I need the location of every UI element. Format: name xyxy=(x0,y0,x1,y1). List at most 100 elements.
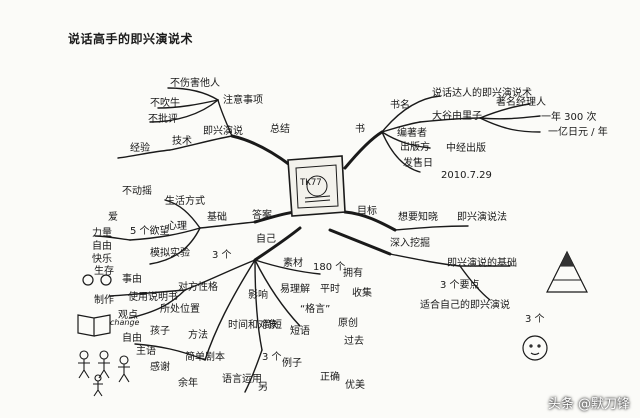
branch-manager xyxy=(479,103,531,119)
node-release-date: 2010.7.29 xyxy=(441,170,492,181)
node-time-target: 时间和对象 xyxy=(228,320,278,331)
branch-brag xyxy=(157,99,219,109)
node-author: 大谷由里子 xyxy=(432,111,482,122)
node-summary: 总结 xyxy=(270,124,290,135)
branch-material xyxy=(254,259,321,275)
node-material: 素材 xyxy=(283,258,303,269)
node-original: 原创 xyxy=(338,318,358,329)
branch-experience xyxy=(117,149,171,159)
node-collect: 收集 xyxy=(352,288,372,299)
branch-make xyxy=(109,289,186,297)
node-famous-manager: 著名经理人 xyxy=(496,97,546,108)
node-power: 力量 xyxy=(92,228,112,239)
branch-quote xyxy=(254,259,301,327)
node-release-key: 发售日 xyxy=(403,158,433,169)
branch-script xyxy=(204,259,256,361)
branch-base xyxy=(199,221,256,229)
node-usually: 平时 xyxy=(320,284,340,295)
node-language: 语言运用 xyxy=(222,374,262,385)
branch-short xyxy=(254,259,263,351)
branch-lifestyle xyxy=(164,199,201,229)
node-300-times: 一年 300 次 xyxy=(541,112,597,123)
node-make: 制作 xyxy=(94,295,114,306)
change-icon: change xyxy=(110,318,140,327)
node-own: 拥有 xyxy=(343,268,363,279)
node-survival: 生存 xyxy=(94,266,114,277)
node-thanks: 感谢 xyxy=(150,362,170,373)
branch-publisher xyxy=(381,131,431,149)
node-author-key: 编著者 xyxy=(397,128,427,139)
node-answer: 答案 xyxy=(252,210,272,221)
node-other: 另 xyxy=(258,382,268,393)
branch-caution xyxy=(217,99,233,137)
node-motto: “格言” xyxy=(300,304,331,315)
node-position: 所处位置 xyxy=(160,304,200,315)
node-book-title: 说话达人的即兴演说术 xyxy=(432,88,532,99)
branch-book-main xyxy=(343,130,384,170)
node-fit-self: 适合自己的即兴演说 xyxy=(420,300,510,311)
open-book-icon xyxy=(77,314,111,337)
node-manual: 使用说明书 xyxy=(128,292,178,303)
node-love: 爱 xyxy=(108,212,118,223)
node-mind: 心理 xyxy=(167,221,187,232)
branch-dig xyxy=(389,253,461,267)
node-yen-per-year: 一亿日元 / 年 xyxy=(548,127,608,138)
branch-harm xyxy=(167,87,219,101)
branch-desire xyxy=(94,235,131,241)
node-simple: 简单 xyxy=(185,352,205,363)
node-no-criticize: 不批评 xyxy=(148,114,178,125)
node-freedom-b: 自由 xyxy=(122,333,142,344)
node-brief: 简短 xyxy=(262,320,282,331)
node-180: 180 个 xyxy=(313,262,346,273)
node-phrase: 短语 xyxy=(290,326,310,337)
node-self: 自己 xyxy=(256,234,276,245)
node-want-know: 想要知晓 xyxy=(398,212,438,223)
node-reason: 事由 xyxy=(122,274,142,285)
node-three-c: 3 个 xyxy=(525,314,545,325)
node-publisher-key: 出版方 xyxy=(400,142,430,153)
node-publisher: 中经出版 xyxy=(446,143,486,154)
branch-goal-main xyxy=(343,210,397,232)
node-three-a: 3 个 xyxy=(212,250,232,261)
branch-self-main xyxy=(253,226,302,262)
node-three-b: 3 个 xyxy=(262,352,282,363)
people-icon xyxy=(78,350,130,397)
node-past: 过去 xyxy=(344,336,364,347)
branch-impromptu xyxy=(169,135,233,151)
node-unshaken: 不动摇 xyxy=(122,186,152,197)
node-no-brag: 不吹牛 xyxy=(150,98,180,109)
node-easy: 易理解 xyxy=(280,284,310,295)
node-example: 例子 xyxy=(282,358,302,369)
branch-mind xyxy=(129,227,201,241)
watermark: 头条 @默刀锋 xyxy=(547,397,630,412)
node-experience: 经验 xyxy=(130,143,150,154)
branch-language xyxy=(244,349,263,393)
page-title: 说话高手的即兴演说术 xyxy=(68,32,194,46)
node-simulation: 模拟实验 xyxy=(150,248,190,259)
node-impromptu: 即兴演说 xyxy=(203,126,243,137)
node-method: 方法 xyxy=(188,330,208,341)
branch-view xyxy=(129,289,186,319)
node-child: 孩子 xyxy=(150,326,170,337)
node-beautiful: 优美 xyxy=(345,380,365,391)
branch-traits xyxy=(184,259,256,291)
node-book-title-key: 书名 xyxy=(390,100,410,111)
branch-release xyxy=(381,131,421,173)
lightbulb-icon xyxy=(82,274,112,286)
node-script: 剧本 xyxy=(205,352,225,363)
branch-criticize xyxy=(149,99,219,123)
node-base: 基础 xyxy=(207,212,227,223)
branch-300 xyxy=(479,115,541,120)
branch-author-name xyxy=(419,117,481,123)
pyramid-icon xyxy=(546,250,588,293)
branch-dig-main xyxy=(328,228,392,256)
branch-author xyxy=(381,121,421,133)
branch-method xyxy=(134,343,206,361)
node-dig-deep: 深入挖掘 xyxy=(390,238,430,249)
node-technique: 技术 xyxy=(172,136,192,147)
node-remaining: 余年 xyxy=(178,378,198,389)
node-five-desires: 5 个欲望 xyxy=(130,226,170,237)
branch-know xyxy=(394,225,469,231)
